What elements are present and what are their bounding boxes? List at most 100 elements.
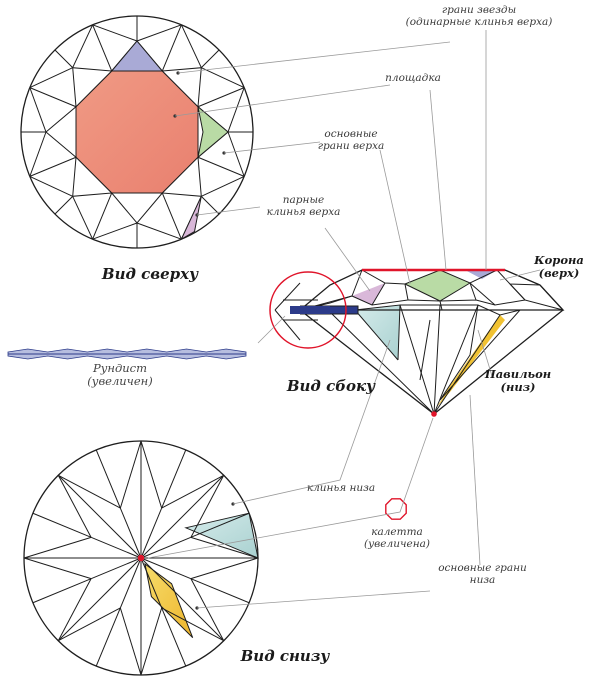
upper-girdle-line [161,24,182,72]
upper-girdle-line [92,24,138,42]
upper-girdle-line [92,24,113,72]
pavilion-inner-line [119,507,142,559]
lower-girdle-line [119,440,142,509]
pavilion-inner-line [140,507,163,559]
lower-girdle-line [23,557,92,580]
paired-crown-text-1: парные [282,194,325,206]
upper-girdle-line [29,156,77,177]
lower-girdle-facet-side [355,305,400,360]
pavilion-inner-line [140,557,192,580]
lower-girdle-line [161,474,224,509]
upper-girdle-line [29,131,47,177]
lower-girdle-line [140,607,163,676]
paired-crown-label: парные клинья верха [256,194,351,218]
upper-girdle-line [180,24,202,68]
table-label: площадка [385,72,441,84]
lower-girdle-line [58,474,121,509]
upper-girdle-line [197,87,245,108]
lower-girdle-line [190,578,225,641]
side-view [269,268,565,417]
pavilion-subtext: (низ) [500,380,536,395]
lower-girdle-line [161,449,187,509]
pavilion-text: Павильон [484,367,552,381]
lower-girdle-line [95,449,121,509]
upper-girdle-line [29,175,73,197]
top-view-title: Вид сверху [101,265,199,283]
upper-girdle-line [29,87,47,133]
upper-girdle-line [92,222,138,240]
star-facet [72,67,113,108]
upper-girdle-line [72,196,94,240]
upper-girdle-line [197,156,245,177]
lower-girdle-label: клинья низа [306,482,376,494]
lower-girdle-line [190,512,250,538]
girdle-circle-top [20,15,254,249]
pavilion-main-line [140,557,225,642]
lower-girdle-line [190,557,259,580]
kite-line [54,195,74,215]
kite-line [200,49,220,69]
crown-subtext: (верх) [538,266,580,281]
upper-girdle-line [29,87,77,108]
pavilion-inner-line [140,557,163,609]
culet-text: калетта [371,526,423,538]
pavilion-inner-line [90,557,142,580]
lower-girdle-line [32,512,92,538]
upper-girdle-line [29,67,73,89]
crown-text: Корона [534,253,584,267]
upper-girdle-line [201,67,245,89]
side-view-title: Вид сбоку [286,377,376,395]
star-facet [161,67,202,108]
girdle-label: Рундист (увеличен) [70,361,170,389]
top-view [20,15,254,249]
crown-label: Корона (верх) [525,253,591,281]
leader-lines [147,30,541,609]
upper-girdle-line [72,24,94,68]
lower-girdle-line [190,475,225,538]
lower-girdle-line [140,440,163,509]
kite-line [54,49,74,69]
paired-crown-facet [180,196,202,241]
girdle-circle-bottom [23,440,259,676]
pavilion-main-line [140,474,225,559]
main-pavilion-label: основные грани низа [425,562,540,586]
pavilion-inner-line [140,536,192,559]
lower-girdle-line [95,607,121,667]
upper-girdle-line [161,192,182,240]
lower-girdle-line [57,475,92,538]
culet-octagon-magnified [385,498,407,520]
culet-subtext: (увеличена) [364,538,430,551]
pavilion-main-line [57,474,142,559]
upper-girdle-line [136,24,182,42]
girdle-strip [7,348,247,360]
main-pavilion-text-2: низа [469,574,496,587]
lower-girdle-line [23,536,92,559]
girdle-magnifier [269,271,347,349]
lower-girdle-line [57,578,92,641]
star-facets-text: грани звезды [441,4,517,16]
upper-girdle-line [136,222,182,240]
lower-girdle-line [161,607,224,642]
kite-line [200,195,220,215]
upper-girdle-line [92,192,113,240]
main-pavilion-facet [144,562,194,639]
upper-girdle-line [201,175,245,197]
main-crown-text-1: основные [324,128,378,140]
girdle-subtext: (увеличен) [87,374,153,389]
pavilion-inner-line [90,536,142,559]
star-facet [45,105,77,159]
main-crown-label: основные грани верха [306,128,396,152]
main-pavilion-facet-side [440,315,500,400]
table-facet [75,70,199,194]
pavilion-label: Павильон (низ) [478,367,558,395]
main-crown-facet [197,105,229,159]
star-facet [110,192,164,224]
upper-girdle-line [227,87,245,133]
culet-label: калетта (увеличена) [352,526,442,550]
lower-girdle-line [58,607,121,642]
paired-crown-text-2: клинья верха [266,206,341,219]
upper-girdle-line [227,131,245,177]
culet-dot [137,554,145,562]
